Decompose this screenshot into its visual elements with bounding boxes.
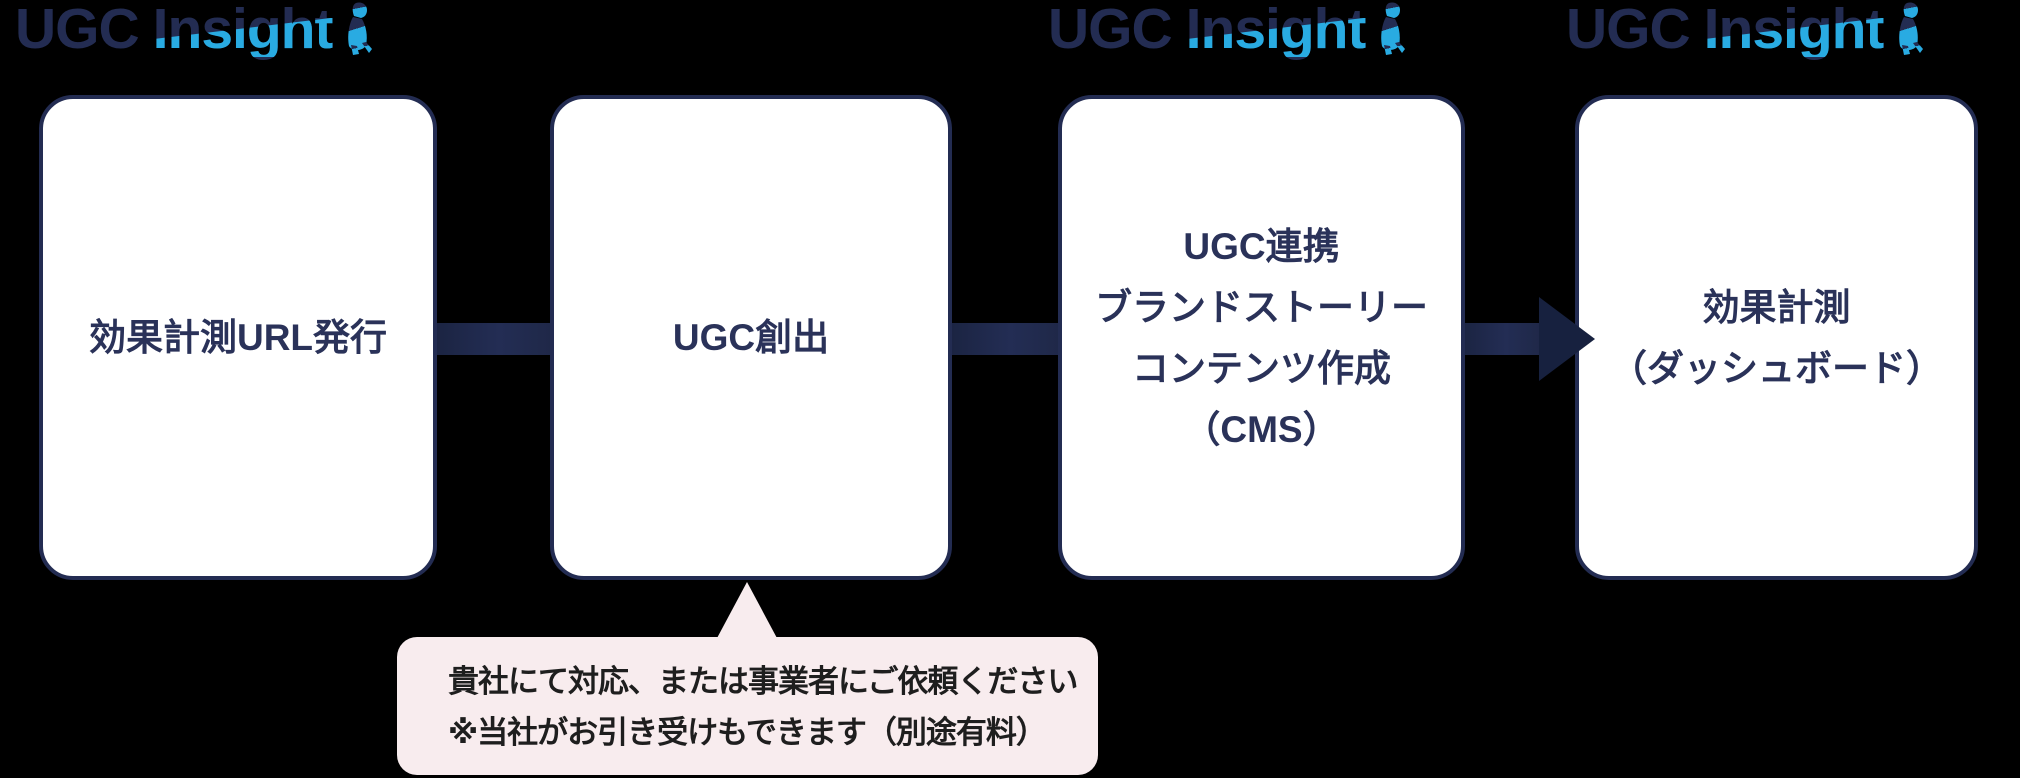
callout-text-line: ※当社がお引き受けもできます（別途有料）: [448, 715, 1047, 750]
logo-mascot-icon: [1381, 2, 1406, 55]
logo-ugc-wordmark: UGC: [1048, 0, 1173, 61]
logo-ugc-wordmark: UGC: [1566, 0, 1691, 61]
step-label: 効果計測: [1702, 286, 1851, 328]
callout-bubble: 貴社にて対応、または事業者にご依頼ください ※当社がお引き受けもできます（別途有…: [397, 637, 1098, 775]
callout-text-line: 貴社にて対応、または事業者にご依頼ください: [448, 664, 1078, 699]
logo-ugc-wordmark: UGC: [15, 0, 140, 61]
arrow-head-icon: [1539, 297, 1595, 381]
step-box-measurement-dashboard: 効果計測 （ダッシュボード）: [1575, 95, 1978, 580]
step-label: UGC連携: [1183, 225, 1340, 267]
step-label: ブランドストーリー: [1095, 286, 1428, 328]
logo-mascot-icon: [1899, 2, 1924, 55]
step-label: UGC創出: [672, 317, 830, 358]
step-box-cms-content: UGC連携 ブランドストーリー コンテンツ作成 （CMS）: [1058, 95, 1465, 580]
step-box-ugc-creation: UGC創出: [550, 95, 952, 580]
connector-band-3: [1463, 323, 1541, 355]
step-label: （CMS）: [1183, 408, 1340, 450]
step-label: コンテンツ作成: [1132, 347, 1391, 389]
step-label: （ダッシュボード）: [1610, 347, 1943, 389]
step-box-url-issue: 効果計測URL発行: [39, 95, 437, 580]
callout-pointer: [716, 582, 778, 640]
connector-band-1: [435, 323, 552, 355]
step-label: 効果計測URL発行: [88, 317, 388, 358]
logo-mascot-icon: [348, 2, 373, 55]
connector-band-2: [950, 323, 1060, 355]
